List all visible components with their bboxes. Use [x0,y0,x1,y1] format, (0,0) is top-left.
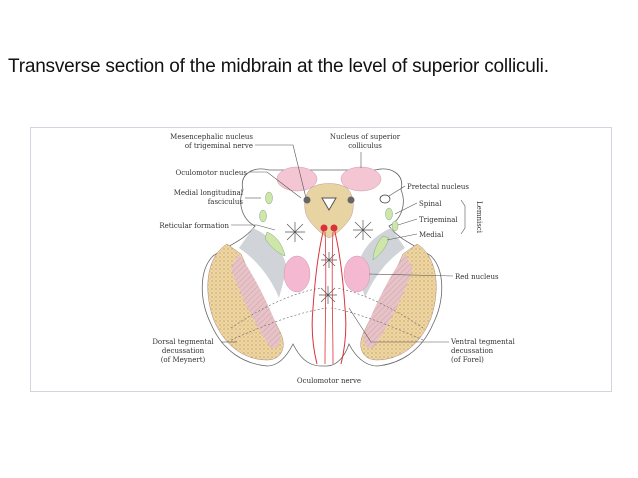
label-oculomotor-nucleus: Oculomotor nucleus [176,169,248,177]
label-medial: Medial [419,231,444,239]
label-spinal: Spinal [419,200,442,208]
label-sup-colliculus-1: Nucleus of superior [330,133,401,141]
left-reticular-formation [285,222,305,242]
label-dorsal-1: Dorsal tegmental [152,338,214,346]
midbrain-figure: Mesencephalic nucleus of trigeminal nerv… [30,127,612,392]
label-mesencephalic: Mesencephalic nucleus of trigeminal nerv… [170,133,253,150]
label-sup-colliculus-2: colliculus [348,142,382,150]
label-trigeminal: Trigeminal [419,216,458,224]
right-lemniscus-medial [372,235,390,261]
label-ventral-2: decussation [451,347,494,355]
label-reticular: Reticular formation [159,222,229,230]
label-ventral-1: Ventral tegmental [450,338,516,346]
label-sup-colliculus: Nucleus of superior colliculus [330,133,401,150]
right-oculomotor-fibres [333,227,347,365]
label-mesencephalic-1: Mesencephalic nucleus [170,133,253,141]
leader-lines [221,144,466,343]
right-lemniscus-spinal [385,207,393,221]
right-superior-colliculus [340,166,382,192]
label-dorsal-3: (of Meynert) [161,356,206,364]
label-dorsal-decussation: Dorsal tegmental decussation (of Meynert… [152,338,214,364]
label-lemnisci: Lemnisci [475,201,483,234]
tegmental-decussation-lines [230,287,424,341]
left-superior-colliculus [276,166,318,192]
cerebral-aqueduct [321,197,337,211]
label-ventral-3: (of Forel) [451,356,484,364]
right-reticular-formation [353,220,373,240]
left-red-nucleus [283,255,311,293]
label-mlf-1: Medial longitudinal [174,189,244,197]
left-lemniscus-trigeminal [259,209,267,223]
label-oculomotor-nerve: Oculomotor nerve [297,377,361,385]
left-medial-fibres [324,231,327,365]
left-oculomotor-fibres [311,227,325,365]
right-mesencephalic-nucleus [347,196,355,204]
midbrain-diagram: Mesencephalic nucleus of trigeminal nerv… [152,133,516,385]
right-lemniscus-trigeminal [391,220,399,232]
right-red-nucleus [343,255,371,293]
label-pretectal: Pretectal nucleus [407,183,469,191]
page-title: Transverse section of the midbrain at th… [8,56,549,77]
left-mesencephalic-nucleus [303,196,311,204]
left-substantia-nigra-hatch [231,254,281,349]
left-lemniscus-spinal [265,191,273,205]
label-dorsal-2: decussation [162,347,205,355]
label-ventral-decussation: Ventral tegmental decussation (of Forel) [450,338,516,364]
right-medial-fibres [331,231,334,365]
pretectal-nucleus [379,194,391,204]
center-reticular-2 [319,286,337,304]
label-red-nucleus: Red nucleus [455,273,499,281]
right-substantia-nigra-hatch [363,254,413,349]
label-mesencephalic-2: of trigeminal nerve [185,142,253,150]
left-lemniscus-medial [264,231,286,257]
center-reticular-1 [321,252,337,268]
label-mlf-2: fasciculus [208,198,244,206]
